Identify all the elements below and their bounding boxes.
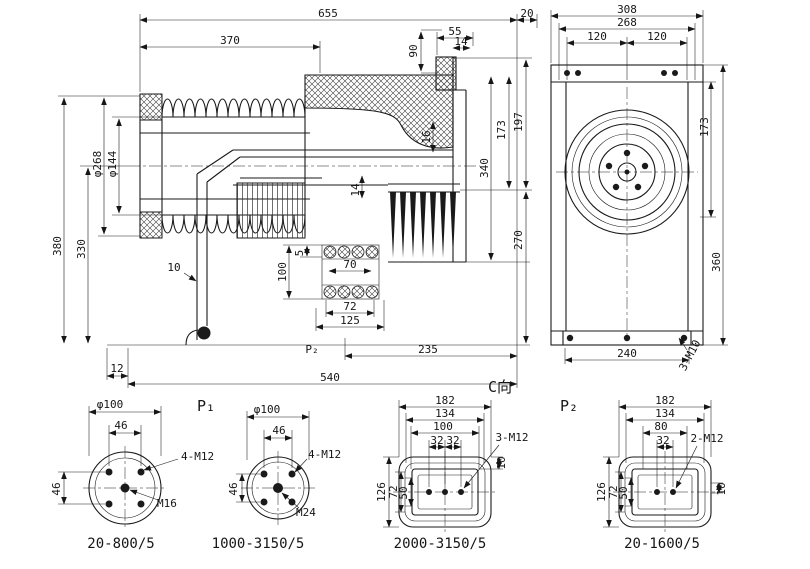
dim-32-left-3: 32 xyxy=(430,434,443,447)
dim-126-3: 126 xyxy=(375,482,388,502)
label-p2-ref: P₂ xyxy=(305,343,318,356)
dim-100-3: 100 xyxy=(433,420,453,433)
dim-120-right: 120 xyxy=(647,30,667,43)
dim-14-mid: 14 xyxy=(349,183,362,197)
dim-134-p2: 134 xyxy=(655,407,675,420)
caption-2000-3150-5: 2000-3150/5 xyxy=(394,536,487,552)
dim-340: 340 xyxy=(478,158,491,178)
dim-phi144: φ144 xyxy=(106,150,119,177)
dim-380: 380 xyxy=(51,236,64,256)
dimension-lines-end xyxy=(550,13,726,363)
dim-10-3: 10 xyxy=(495,456,508,469)
dim-126-p2: 126 xyxy=(595,482,608,502)
dim-5: 5 xyxy=(293,250,306,257)
dim-10: 10 xyxy=(167,261,180,274)
dim-50-3: 50 xyxy=(397,486,410,499)
dimension-lines-p2 xyxy=(606,404,722,528)
note-m24: M24 xyxy=(296,506,316,519)
detail-view-2: φ100 46 46 4-M12 M24 1000-3150/5 xyxy=(212,403,341,552)
dimension-lines-3 xyxy=(386,404,502,528)
dim-72-3: 72 xyxy=(387,485,400,498)
dim-70: 70 xyxy=(343,258,356,271)
dim-655: 655 xyxy=(318,7,338,20)
view-label-c: C向 xyxy=(488,378,512,396)
dim-55: 55 xyxy=(448,25,461,38)
dim-308: 308 xyxy=(617,3,637,16)
dim-90: 90 xyxy=(407,44,420,57)
dim-phi100-p1: φ100 xyxy=(97,398,124,411)
dim-46-left-2: 46 xyxy=(227,482,240,495)
extension-lines-main xyxy=(58,14,538,388)
dim-12: 12 xyxy=(110,362,123,375)
label-p1: P₁ xyxy=(197,397,215,415)
dim-360: 360 xyxy=(710,252,723,272)
dim-125: 125 xyxy=(340,314,360,327)
note-4-m12-2: 4-M12 xyxy=(308,448,341,461)
label-p2: P₂ xyxy=(560,397,578,415)
note-4-m12-p1: 4-M12 xyxy=(181,450,214,463)
detail-view-3: 182 134 100 32 32 3-M12 126 72 50 10 200… xyxy=(375,394,529,552)
dim-240: 240 xyxy=(617,347,637,360)
dim-46-top-2: 46 xyxy=(272,424,285,437)
bolt-holes-3 xyxy=(426,489,464,495)
dim-16: 16 xyxy=(420,130,433,143)
note-m16: M16 xyxy=(157,497,177,510)
dim-phi100-2: φ100 xyxy=(254,403,281,416)
main-section-view: 655 20 370 55 90 14 16 197 173 340 14 27… xyxy=(51,7,538,388)
dim-268: 268 xyxy=(617,16,637,29)
bolt-holes-end-view xyxy=(564,70,688,342)
note-3-m12: 3-M12 xyxy=(495,431,528,444)
dim-134-3: 134 xyxy=(435,407,455,420)
dim-20: 20 xyxy=(520,7,533,20)
epoxy-body xyxy=(304,74,454,149)
dimension-lines-2 xyxy=(239,414,310,509)
dim-72-main: 72 xyxy=(343,300,356,313)
dim-173-end: 173 xyxy=(698,117,711,137)
secondary-winding xyxy=(321,244,380,300)
dim-72-p2: 72 xyxy=(607,485,620,498)
dimension-lines-p1 xyxy=(61,409,179,505)
dim-330: 330 xyxy=(75,239,88,259)
dim-50-p2: 50 xyxy=(617,486,630,499)
dim-173-main: 173 xyxy=(495,120,508,140)
note-2-m12: 2-M12 xyxy=(690,432,723,445)
dim-120-left: 120 xyxy=(587,30,607,43)
insulator-ribs-top xyxy=(161,98,306,118)
dim-540: 540 xyxy=(320,371,340,384)
detail-view-p1: P₁ φ100 46 46 4-M12 M16 20-800/5 xyxy=(50,397,215,552)
bolt-holes-p1 xyxy=(105,468,145,508)
dim-46-left-p1: 46 xyxy=(50,482,63,495)
dim-80-p2: 80 xyxy=(654,420,667,433)
dim-182-3: 182 xyxy=(435,394,455,407)
dim-10-p2: 10 xyxy=(715,482,728,495)
dim-46-top-p1: 46 xyxy=(114,419,127,432)
bolt-holes-p2 xyxy=(654,489,676,495)
terminal-block xyxy=(435,56,457,91)
dim-phi268: φ268 xyxy=(91,151,104,178)
dim-197: 197 xyxy=(512,112,525,132)
caption-1000-3150-5: 1000-3150/5 xyxy=(212,536,305,552)
comb-fins xyxy=(388,183,460,258)
detail-view-p2: P₂ 182 134 80 32 2-M12 126 72 50 10 20-1 xyxy=(560,394,728,552)
dimension-lines-main xyxy=(61,17,538,387)
dim-100: 100 xyxy=(276,262,289,282)
end-view: 308 268 120 120 173 360 240 3-M10 C向 xyxy=(488,3,728,396)
caption-20-800-5: 20-800/5 xyxy=(87,536,154,552)
dim-370: 370 xyxy=(220,34,240,47)
dim-182-p2: 182 xyxy=(655,394,675,407)
caption-20-1600-5: 20-1600/5 xyxy=(624,536,700,552)
dim-32-right-3: 32 xyxy=(446,434,459,447)
dim-270: 270 xyxy=(512,230,525,250)
dim-32-p2: 32 xyxy=(656,434,669,447)
dim-14-top: 14 xyxy=(454,35,468,48)
bellows xyxy=(236,182,306,239)
dim-235: 235 xyxy=(418,343,438,356)
foot-ball xyxy=(197,326,211,340)
note-3-m10: 3-M10 xyxy=(676,338,703,373)
